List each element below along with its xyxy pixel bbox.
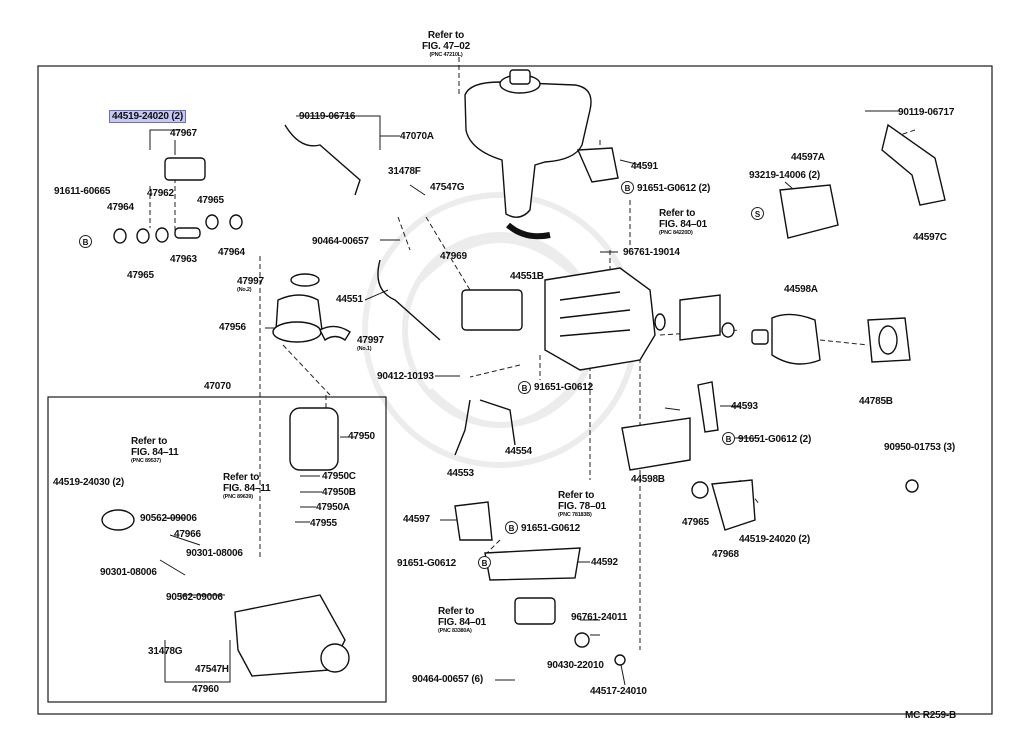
part-label-31478G[interactable]: 31478G <box>148 646 183 657</box>
part-label-91651-G0612-d[interactable]: 91651-G0612 <box>397 558 456 569</box>
part-label-44785B[interactable]: 44785B <box>859 396 893 407</box>
part-label-90301-08006-b[interactable]: 90301-08006 <box>100 567 157 578</box>
part-label-47962[interactable]: 47962 <box>147 188 174 199</box>
badge-b-2: B <box>518 381 531 394</box>
part-label-47997-no1[interactable]: 47997 (No.1) <box>357 335 384 352</box>
part-label-91651-G0612-a[interactable]: 91651-G0612 (2) <box>637 183 711 194</box>
badge-b-1: B <box>621 181 634 194</box>
part-label-47964-b[interactable]: 47964 <box>218 247 245 258</box>
part-label-47967[interactable]: 47967 <box>170 128 197 139</box>
part-label-44551[interactable]: 44551 <box>336 294 363 305</box>
part-label-44551B[interactable]: 44551B <box>510 271 544 282</box>
part-label-90119-06716[interactable]: 90119-06716 <box>299 111 356 122</box>
part-label-44598A[interactable]: 44598A <box>784 284 818 295</box>
part-label-44597A[interactable]: 44597A <box>791 152 825 163</box>
part-label-44519-24020-highlighted[interactable]: 44519-24020 (2) <box>109 110 186 123</box>
part-label-90301-08006-a[interactable]: 90301-08006 <box>186 548 243 559</box>
part-label-90430-22010[interactable]: 90430-22010 <box>547 660 604 671</box>
part-label-47968[interactable]: 47968 <box>712 549 739 560</box>
part-label-44519-24030[interactable]: 44519-24030 (2) <box>53 477 124 488</box>
part-label-47955[interactable]: 47955 <box>310 518 337 529</box>
part-label-44517-24010[interactable]: 44517-24010 <box>590 686 647 697</box>
part-label-90464-00657[interactable]: 90464-00657 <box>312 236 369 247</box>
part-label-44554[interactable]: 44554 <box>505 446 532 457</box>
part-label-96761-24011[interactable]: 96761-24011 <box>571 612 628 623</box>
part-label-44597C[interactable]: 44597C <box>913 232 947 243</box>
part-label-47966[interactable]: 47966 <box>174 529 201 540</box>
badge-b-3: B <box>722 432 735 445</box>
ref-fig-84-11-a[interactable]: Refer to FIG. 84–11 (PNC 89537) <box>131 436 179 464</box>
badge-b-4: B <box>505 521 518 534</box>
part-label-47547H[interactable]: 47547H <box>195 664 229 675</box>
part-label-44553[interactable]: 44553 <box>447 468 474 479</box>
part-label-47969[interactable]: 47969 <box>440 251 467 262</box>
part-label-44593[interactable]: 44593 <box>731 401 758 412</box>
part-label-91651-G0612-e[interactable]: 91651-G0612 <box>521 523 580 534</box>
part-label-47963[interactable]: 47963 <box>170 254 197 265</box>
badge-s: S <box>751 207 764 220</box>
part-label-90950-01753[interactable]: 90950-01753 (3) <box>884 442 955 453</box>
main-frame <box>37 65 993 715</box>
part-label-47950A[interactable]: 47950A <box>316 502 350 513</box>
part-label-47070[interactable]: 47070 <box>204 381 231 392</box>
part-label-90562-09006-b[interactable]: 90562-09006 <box>166 592 223 603</box>
part-label-90119-06717[interactable]: 90119-06717 <box>898 107 955 118</box>
part-label-91651-G0612-c[interactable]: 91651-G0612 (2) <box>738 434 812 445</box>
sub-assembly-frame <box>47 396 387 703</box>
part-label-90412-10193[interactable]: 90412-10193 <box>377 371 434 382</box>
part-label-47950[interactable]: 47950 <box>348 431 375 442</box>
component-shapes <box>101 69 946 677</box>
part-label-96761-19014[interactable]: 96761-19014 <box>623 247 680 258</box>
badge-b-6: B <box>79 235 92 248</box>
part-label-47956[interactable]: 47956 <box>219 322 246 333</box>
part-label-47960[interactable]: 47960 <box>192 684 219 695</box>
part-label-44598B[interactable]: 44598B <box>631 474 665 485</box>
part-label-91651-G0612-b[interactable]: 91651-G0612 <box>534 382 593 393</box>
ref-fig-84-01-b[interactable]: Refer to FIG. 84–01 (PNC 83380A) <box>438 606 487 634</box>
part-label-31478F[interactable]: 31478F <box>388 166 421 177</box>
part-label-93219-14006[interactable]: 93219-14006 (2) <box>749 170 820 181</box>
ref-fig-78-01[interactable]: Refer to FIG. 78–01 (PNC 78183B) <box>558 490 607 518</box>
ref-fig-47-02[interactable]: Refer to FIG. 47–02 (PNC 47210L) <box>421 30 471 58</box>
part-label-47547G[interactable]: 47547G <box>430 182 465 193</box>
part-label-47965-b[interactable]: 47965 <box>127 270 154 281</box>
part-label-44592[interactable]: 44592 <box>591 557 618 568</box>
part-label-47965-a[interactable]: 47965 <box>197 195 224 206</box>
part-label-44519-24020-b[interactable]: 44519-24020 (2) <box>739 534 810 545</box>
part-label-47070A[interactable]: 47070A <box>400 131 434 142</box>
part-label-47950C[interactable]: 47950C <box>322 471 356 482</box>
part-label-47997-no2[interactable]: 47997 (No.2) <box>237 276 264 293</box>
ref-fig-84-11-b[interactable]: Refer to FIG. 84–11 (PNC 89639) <box>223 472 271 500</box>
part-label-91611-60665[interactable]: 91611-60665 <box>54 186 111 197</box>
part-label-90562-09006-a[interactable]: 90562-09006 <box>140 513 197 524</box>
part-label-44597[interactable]: 44597 <box>403 514 430 525</box>
diagram-code: MC R259-B <box>905 710 956 721</box>
ref-fig-84-01-a[interactable]: Refer to FIG. 84–01 (PNC 84220D) <box>659 208 708 236</box>
part-label-90464-00657-6[interactable]: 90464-00657 (6) <box>412 674 483 685</box>
part-label-47950B[interactable]: 47950B <box>322 487 356 498</box>
part-label-44591[interactable]: 44591 <box>631 161 658 172</box>
part-label-47964-a[interactable]: 47964 <box>107 202 134 213</box>
part-label-47965-c[interactable]: 47965 <box>682 517 709 528</box>
badge-b-5: B <box>478 556 491 569</box>
